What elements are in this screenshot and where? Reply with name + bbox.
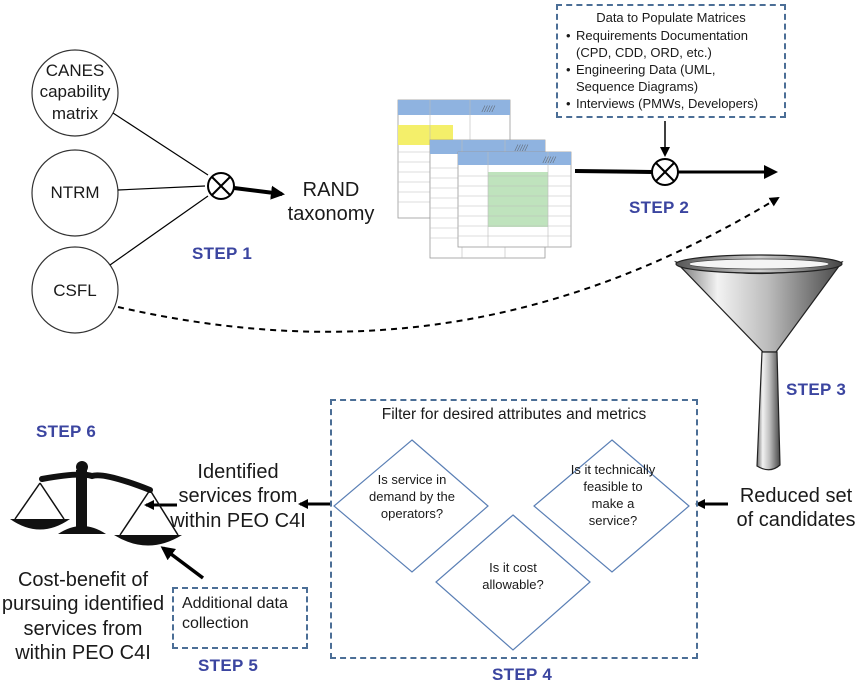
step2-label: STEP 2 — [629, 198, 690, 217]
funnel-icon — [674, 254, 844, 471]
step1-output-arrow — [233, 185, 285, 200]
canes-label: CANES capability matrix — [39, 61, 111, 123]
step1-label: STEP 1 — [192, 244, 253, 263]
rand-taxonomy-label: RAND taxonomy — [287, 179, 375, 226]
reduced-set-label: Reduced set of candidates — [736, 485, 856, 532]
data-box-item: Engineering Data (UML, Sequence Diagrams… — [566, 62, 776, 96]
canes-circle — [31, 49, 119, 137]
ntrm-label: NTRM — [50, 183, 100, 202]
canes-connector — [112, 112, 209, 176]
matrices-spreadsheet-image: ///// ///// ///// — [397, 99, 572, 259]
demand-diamond — [333, 439, 489, 573]
step1-combiner-icon — [207, 172, 235, 200]
csfl-connector — [109, 195, 209, 266]
data-box-list: Requirements Documentation (CPD, CDD, OR… — [566, 28, 776, 112]
step5-label: STEP 5 — [198, 656, 259, 675]
csfl-bypass-arrow — [117, 196, 780, 333]
data-box-item: Requirements Documentation (CPD, CDD, OR… — [566, 28, 776, 62]
svg-text://///: ///// — [514, 143, 529, 153]
feasibility-question: Is it technically feasible to make a ser… — [570, 462, 656, 528]
step2-combiner-icon — [651, 158, 679, 186]
step3-label: STEP 3 — [786, 380, 847, 399]
svg-text://///: ///// — [481, 104, 496, 114]
svg-text://///: ///// — [542, 155, 557, 165]
data-box-title: Data to Populate Matrices — [596, 10, 746, 25]
additional-data-arrow — [160, 546, 205, 580]
data-box-item: Interviews (PMWs, Developers) — [566, 96, 776, 113]
cost-benefit-label: Cost-benefit of pursuing identified serv… — [1, 569, 165, 665]
step6-label: STEP 6 — [36, 422, 97, 441]
filter-box — [330, 399, 698, 659]
identified-services-label: Identified services from within PEO C4I — [170, 461, 306, 532]
matrices-to-step2-line — [574, 169, 653, 174]
data-populate-box: Data to Populate Matrices Requirements D… — [556, 4, 786, 118]
csfl-label: CSFL — [53, 281, 97, 300]
filter-box-title: Filter for desired attributes and metric… — [381, 406, 647, 423]
step4-label: STEP 4 — [492, 665, 553, 684]
demand-question: Is service in demand by the operators? — [368, 472, 455, 521]
ntrm-circle — [31, 149, 119, 237]
feasibility-diamond — [533, 439, 690, 573]
balance-scale-icon — [10, 461, 182, 546]
cost-question: Is it cost allowable? — [482, 560, 544, 592]
ntrm-connector — [117, 185, 206, 191]
cost-diamond — [435, 514, 591, 651]
additional-data-box: Additional data collection — [172, 587, 308, 649]
csfl-circle — [31, 246, 119, 334]
